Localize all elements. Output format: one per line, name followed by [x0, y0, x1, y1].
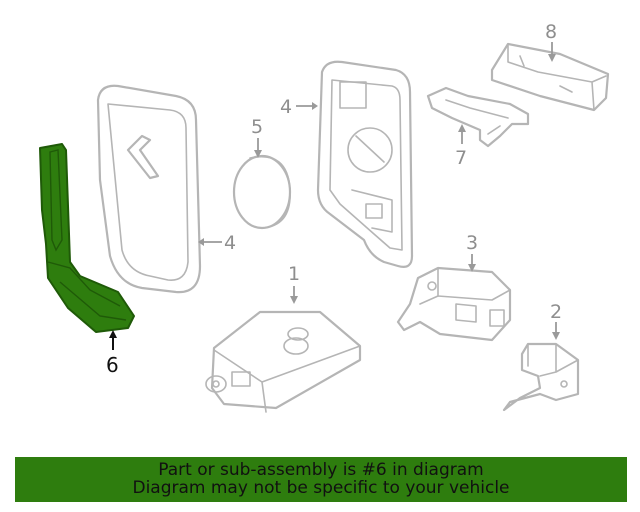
- part-7-clip[interactable]: [426, 86, 530, 148]
- part-6-key-blade[interactable]: [39, 143, 135, 333]
- callout-1-arrowhead: [290, 296, 298, 304]
- callout-5-label: 5: [251, 116, 263, 138]
- callout-5-arrowhead: [254, 150, 262, 158]
- callout-2-arrowhead: [552, 332, 560, 340]
- part-8-cover[interactable]: [490, 42, 610, 112]
- part-2-connector[interactable]: [502, 342, 580, 412]
- callout-1-label: 1: [288, 263, 300, 285]
- callout-4b-arrowhead: [312, 102, 318, 110]
- info-banner: Part or sub-assembly is #6 in diagram Di…: [15, 457, 627, 502]
- callout-6-label: 6: [106, 353, 119, 377]
- callout-3-arrowhead: [468, 264, 476, 272]
- parts-diagram: 6 4 5 4 7 8: [39, 21, 610, 413]
- callout-8-label: 8: [545, 21, 557, 43]
- part-4-rear-housing[interactable]: [316, 60, 414, 268]
- callout-4b-label: 4: [280, 96, 292, 118]
- part-3-bracket[interactable]: [396, 266, 512, 342]
- part-4-front-shell[interactable]: [96, 84, 202, 294]
- banner-line-2: Diagram may not be specific to your vehi…: [132, 478, 510, 498]
- callout-4a-label: 4: [224, 232, 236, 254]
- callout-6-arrowhead: [109, 330, 117, 338]
- callout-4a-arrowhead: [198, 238, 204, 246]
- callout-7-label: 7: [455, 147, 467, 169]
- callout-2-label: 2: [550, 301, 562, 323]
- part-1-module[interactable]: [205, 310, 362, 413]
- callout-8-arrowhead: [548, 54, 556, 62]
- callout-7-arrowhead: [458, 124, 466, 132]
- banner-line-1: Part or sub-assembly is #6 in diagram: [158, 460, 484, 480]
- callout-3-label: 3: [466, 232, 478, 254]
- part-5-battery[interactable]: [232, 154, 292, 230]
